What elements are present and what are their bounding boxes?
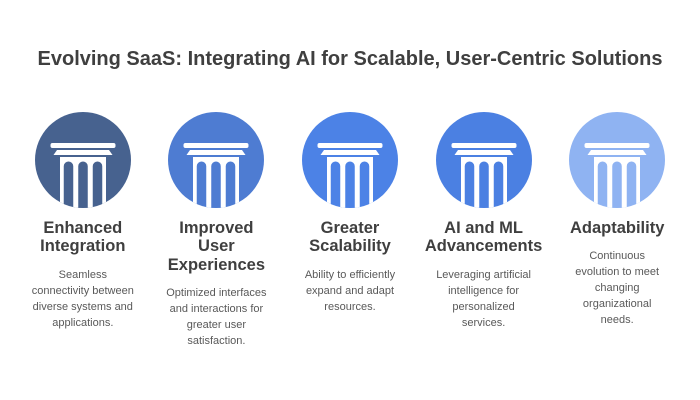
page-title: Evolving SaaS: Integrating AI for Scalab… (37, 48, 663, 70)
feature-description: Ability to efficiently expand and adapt … (304, 268, 396, 313)
feature-column: Greater Scalability Ability to efficient… (283, 112, 417, 349)
feature-column: AI and ML Advancements Leveraging artifi… (417, 112, 551, 349)
feature-column: Enhanced Integration Seamless connectivi… (16, 112, 150, 349)
feature-column: Adaptability Continuous evolution to mee… (550, 112, 684, 349)
pillar-icon (301, 112, 398, 208)
feature-description: Seamless connectivity between diverse sy… (31, 268, 134, 329)
feature-columns: Enhanced Integration Seamless connectivi… (0, 112, 700, 349)
pillar-icon (34, 112, 131, 208)
feature-heading: Adaptability (569, 218, 665, 237)
pillar-icon (569, 112, 666, 208)
feature-heading: Improved User Experiences (167, 218, 265, 274)
feature-description: Optimized interfaces and interactions fo… (166, 287, 267, 348)
feature-description: Continuous evolution to meet changing or… (575, 250, 660, 327)
pillar-icon (435, 112, 532, 208)
feature-description: Leveraging artificial intelligence for p… (436, 268, 531, 329)
feature-heading: Enhanced Integration (40, 218, 126, 256)
feature-heading: AI and ML Advancements (424, 218, 543, 256)
feature-column: Improved User Experiences Optimized inte… (150, 112, 284, 349)
pillar-icon (168, 112, 265, 208)
feature-heading: Greater Scalability (309, 218, 391, 256)
